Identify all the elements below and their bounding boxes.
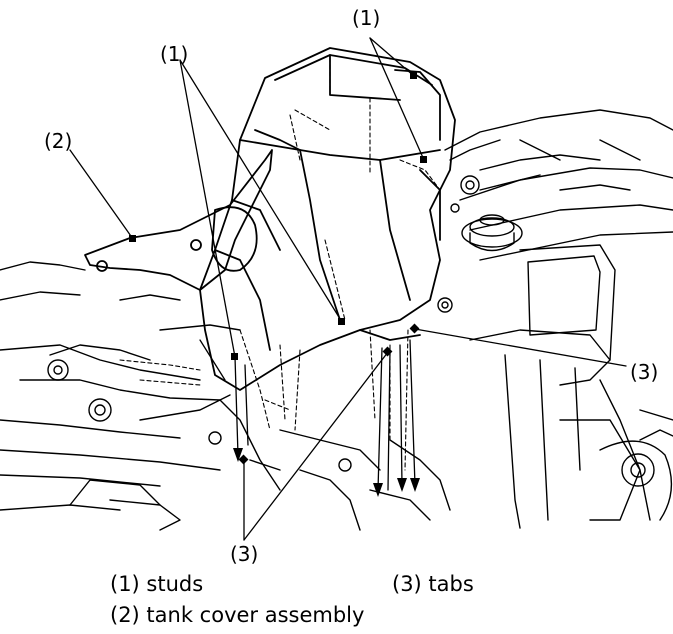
studs-callout-right: (1) xyxy=(352,6,381,30)
fuel-cap xyxy=(461,214,523,252)
arrow-heads xyxy=(233,448,420,497)
legend-tabs: (3) tabs xyxy=(392,572,474,596)
hidden-lines xyxy=(119,57,441,471)
left-frame xyxy=(0,261,241,531)
legend-studs: (1) studs xyxy=(110,572,204,596)
leader-lines xyxy=(69,37,627,541)
breather-knob xyxy=(460,175,480,195)
studs-callout-left: (1) xyxy=(160,42,189,66)
legend-tank-cover: (2) tank cover assembly xyxy=(110,603,365,627)
tank-cover-assembly xyxy=(199,47,456,391)
callout-markers xyxy=(129,72,427,465)
front-shell xyxy=(84,149,273,291)
vehicle-right-panel xyxy=(444,109,673,529)
tabs-callout-right: (3) xyxy=(630,360,659,384)
bolts xyxy=(47,203,460,472)
center-frame xyxy=(139,394,451,531)
tabs-callout-bottom: (3) xyxy=(230,542,259,566)
assembly-arrows xyxy=(199,339,416,491)
right-wheel xyxy=(599,440,673,521)
cover-callout: (2) xyxy=(44,129,73,153)
